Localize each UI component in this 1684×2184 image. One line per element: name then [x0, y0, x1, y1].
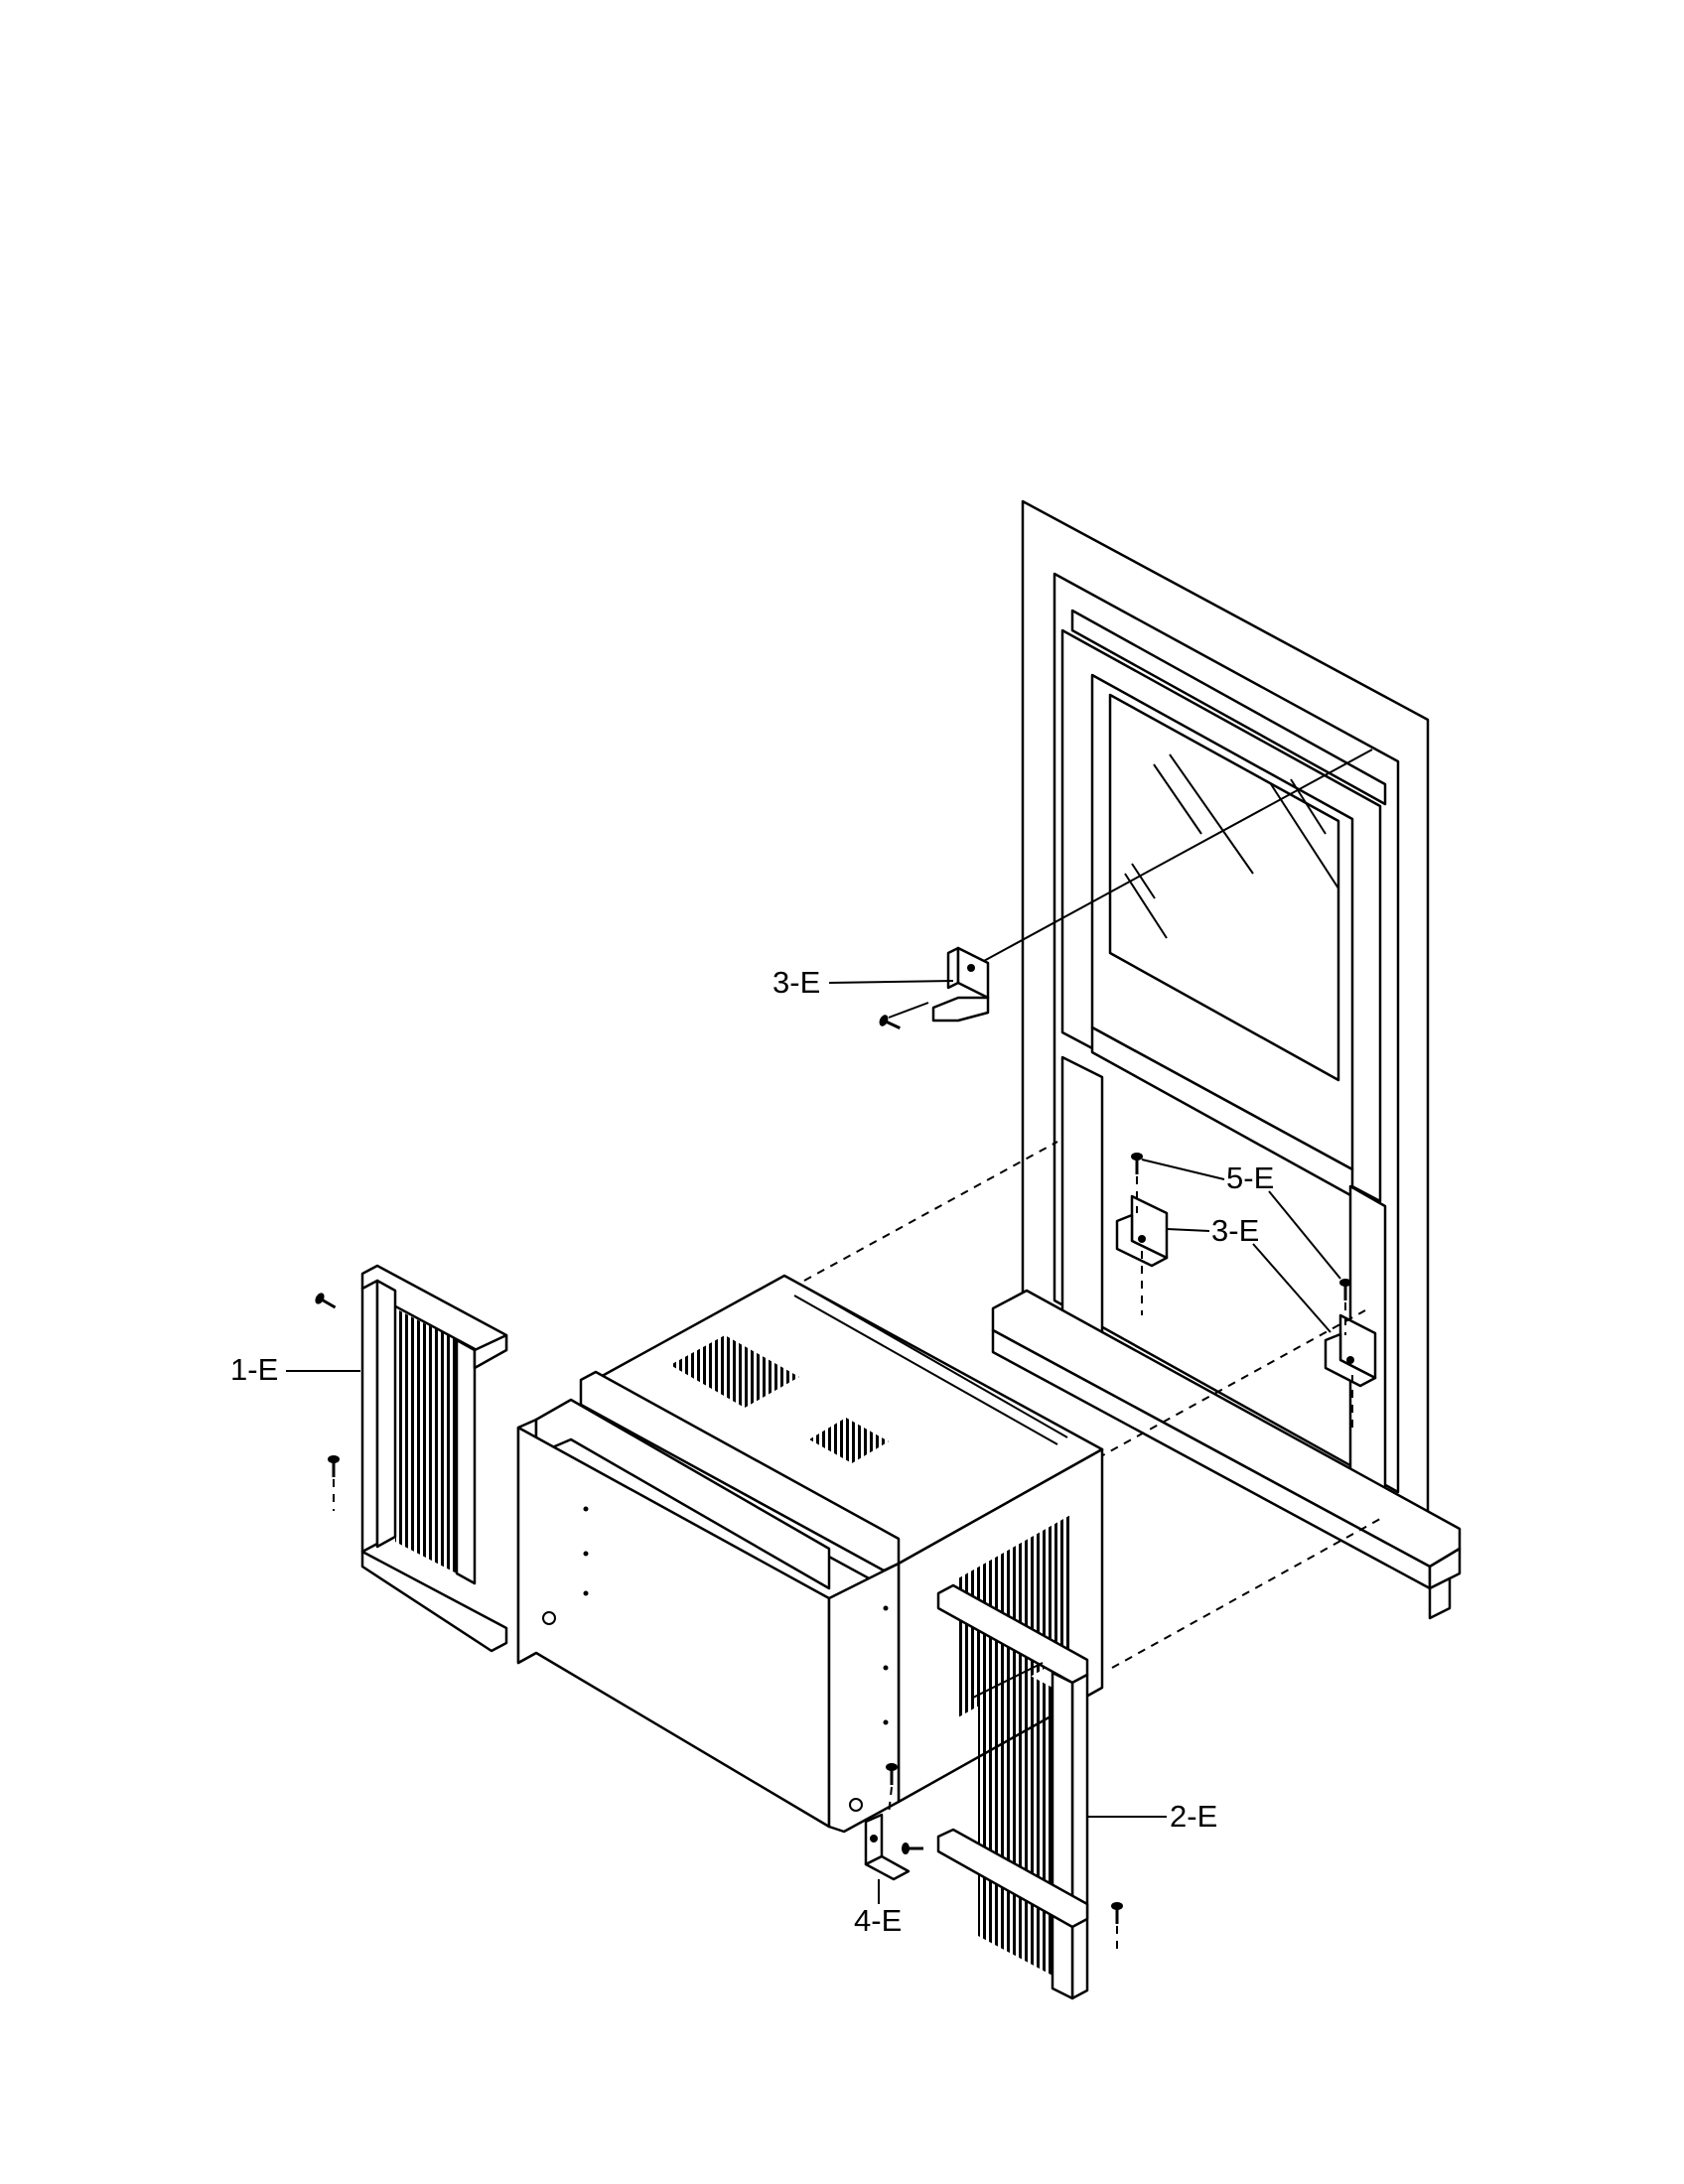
top-vent-left — [670, 1335, 799, 1408]
callout-5e: 5-E — [1141, 1159, 1341, 1280]
callout-3e-lower: 3-E — [1166, 1213, 1332, 1333]
lower-brackets — [1115, 1151, 1377, 1434]
left-curtain — [312, 1264, 508, 1653]
screw-icon — [326, 1453, 342, 1479]
right-curtain — [936, 1583, 1125, 2000]
screw-icon — [1109, 1900, 1125, 1926]
callout-label: 3-E — [1211, 1213, 1259, 1248]
callout-label: 4-E — [854, 1903, 902, 1938]
window-glass — [1108, 693, 1340, 1082]
support-bracket — [864, 1761, 925, 1881]
screw-icon — [900, 1841, 925, 1856]
callout-label: 5-E — [1226, 1160, 1274, 1195]
callout-label: 1-E — [230, 1352, 278, 1387]
callout-3e-upper: 3-E — [772, 965, 954, 1000]
top-vent-right — [809, 1418, 889, 1463]
callout-label: 3-E — [772, 965, 820, 1000]
callout-2e: 2-E — [1087, 1799, 1217, 1834]
screw-icon — [312, 1290, 341, 1314]
window-frame — [991, 499, 1462, 1620]
glass-reflection — [1124, 753, 1339, 939]
upper-bracket-assembly — [876, 749, 1373, 1035]
callout-1e: 1-E — [230, 1352, 360, 1387]
callout-label: 2-E — [1170, 1799, 1217, 1834]
callout-4e: 4-E — [854, 1879, 902, 1938]
